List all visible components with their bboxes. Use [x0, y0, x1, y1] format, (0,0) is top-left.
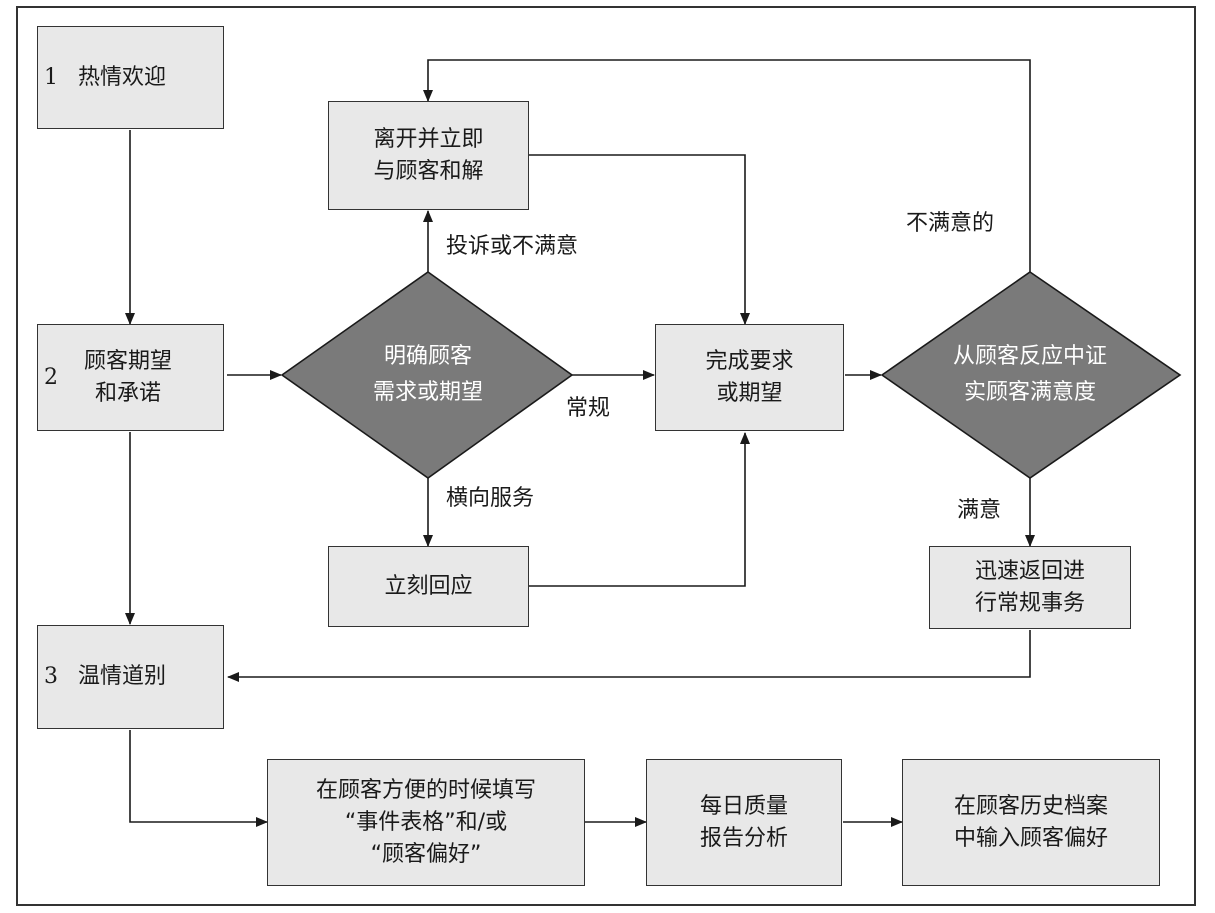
- box-line2: 或期望: [716, 380, 783, 406]
- step-welcome-box: 1 热情欢迎: [37, 26, 224, 129]
- edge-label-satisfied: 满意: [957, 498, 1002, 523]
- diamond-line1: 明确顾客: [383, 344, 472, 369]
- edge-label-complaint: 投诉或不满意: [446, 234, 579, 259]
- box-line1: 在顾客历史档案: [953, 793, 1108, 819]
- arrow-return-to-farewell: [227, 630, 1031, 682]
- arrow-respond-to-complete: [529, 432, 750, 587]
- step-label: 温情道别: [78, 664, 167, 689]
- clarify-diamond-text: 明确顾客 需求或期望: [328, 330, 528, 420]
- reconcile-box: 离开并立即 与顾客和解: [328, 101, 529, 210]
- step-label: 热情欢迎: [78, 64, 167, 90]
- box-line2: 与顾客和解: [373, 158, 484, 184]
- box-line1: 迅速返回进: [974, 558, 1085, 584]
- step-number: 2: [44, 364, 58, 390]
- box-line2: 报告分析: [699, 825, 788, 851]
- edge-label-lateral: 横向服务: [446, 486, 535, 511]
- step-number: 3: [44, 664, 58, 689]
- event-form-box: 在顾客方便的时候填写 “事件表格”和/或 “顾客偏好”: [267, 759, 585, 886]
- box-line2: 行常规事务: [974, 590, 1085, 616]
- box-line2: 中输入顾客偏好: [953, 825, 1108, 851]
- complete-box: 完成要求 或期望: [655, 324, 844, 431]
- arrow-verify-to-reconcile: [423, 59, 1031, 272]
- step-label-line2: 和承诺: [95, 380, 162, 406]
- quality-report-box: 每日质量 报告分析: [646, 759, 842, 886]
- step-farewell-box: 3 温情道别: [37, 625, 224, 729]
- arrow-reconcile-to-complete: [529, 154, 750, 325]
- diamond-line2: 实顾客满意度: [963, 380, 1096, 405]
- arrow-farewell-to-form: [129, 730, 268, 827]
- diamond-line1: 从顾客反应中证: [952, 344, 1107, 369]
- customer-history-box: 在顾客历史档案 中输入顾客偏好: [902, 759, 1160, 886]
- verify-diamond-text: 从顾客反应中证 实顾客满意度: [920, 330, 1140, 420]
- diagram-frame: [16, 6, 1196, 906]
- box-line1: 每日质量: [699, 793, 788, 819]
- box-line3: “顾客偏好”: [370, 841, 482, 867]
- edge-label-routine: 常规: [566, 396, 611, 421]
- respond-box: 立刻回应: [328, 546, 529, 627]
- step-expectations-box: 2 顾客期望 和承诺: [37, 324, 224, 431]
- diamond-line2: 需求或期望: [372, 380, 483, 405]
- edge-label-unsatisfied: 不满意的: [906, 211, 995, 236]
- box-label: 立刻回应: [384, 573, 473, 599]
- box-line2: “事件表格”和/或: [344, 809, 508, 835]
- box-line1: 离开并立即: [373, 126, 484, 152]
- step-number: 1: [44, 64, 58, 90]
- box-line1: 在顾客方便的时候填写: [315, 777, 536, 803]
- step-label-line1: 顾客期望: [84, 348, 173, 374]
- return-box: 迅速返回进 行常规事务: [929, 546, 1131, 629]
- box-line1: 完成要求: [705, 348, 794, 374]
